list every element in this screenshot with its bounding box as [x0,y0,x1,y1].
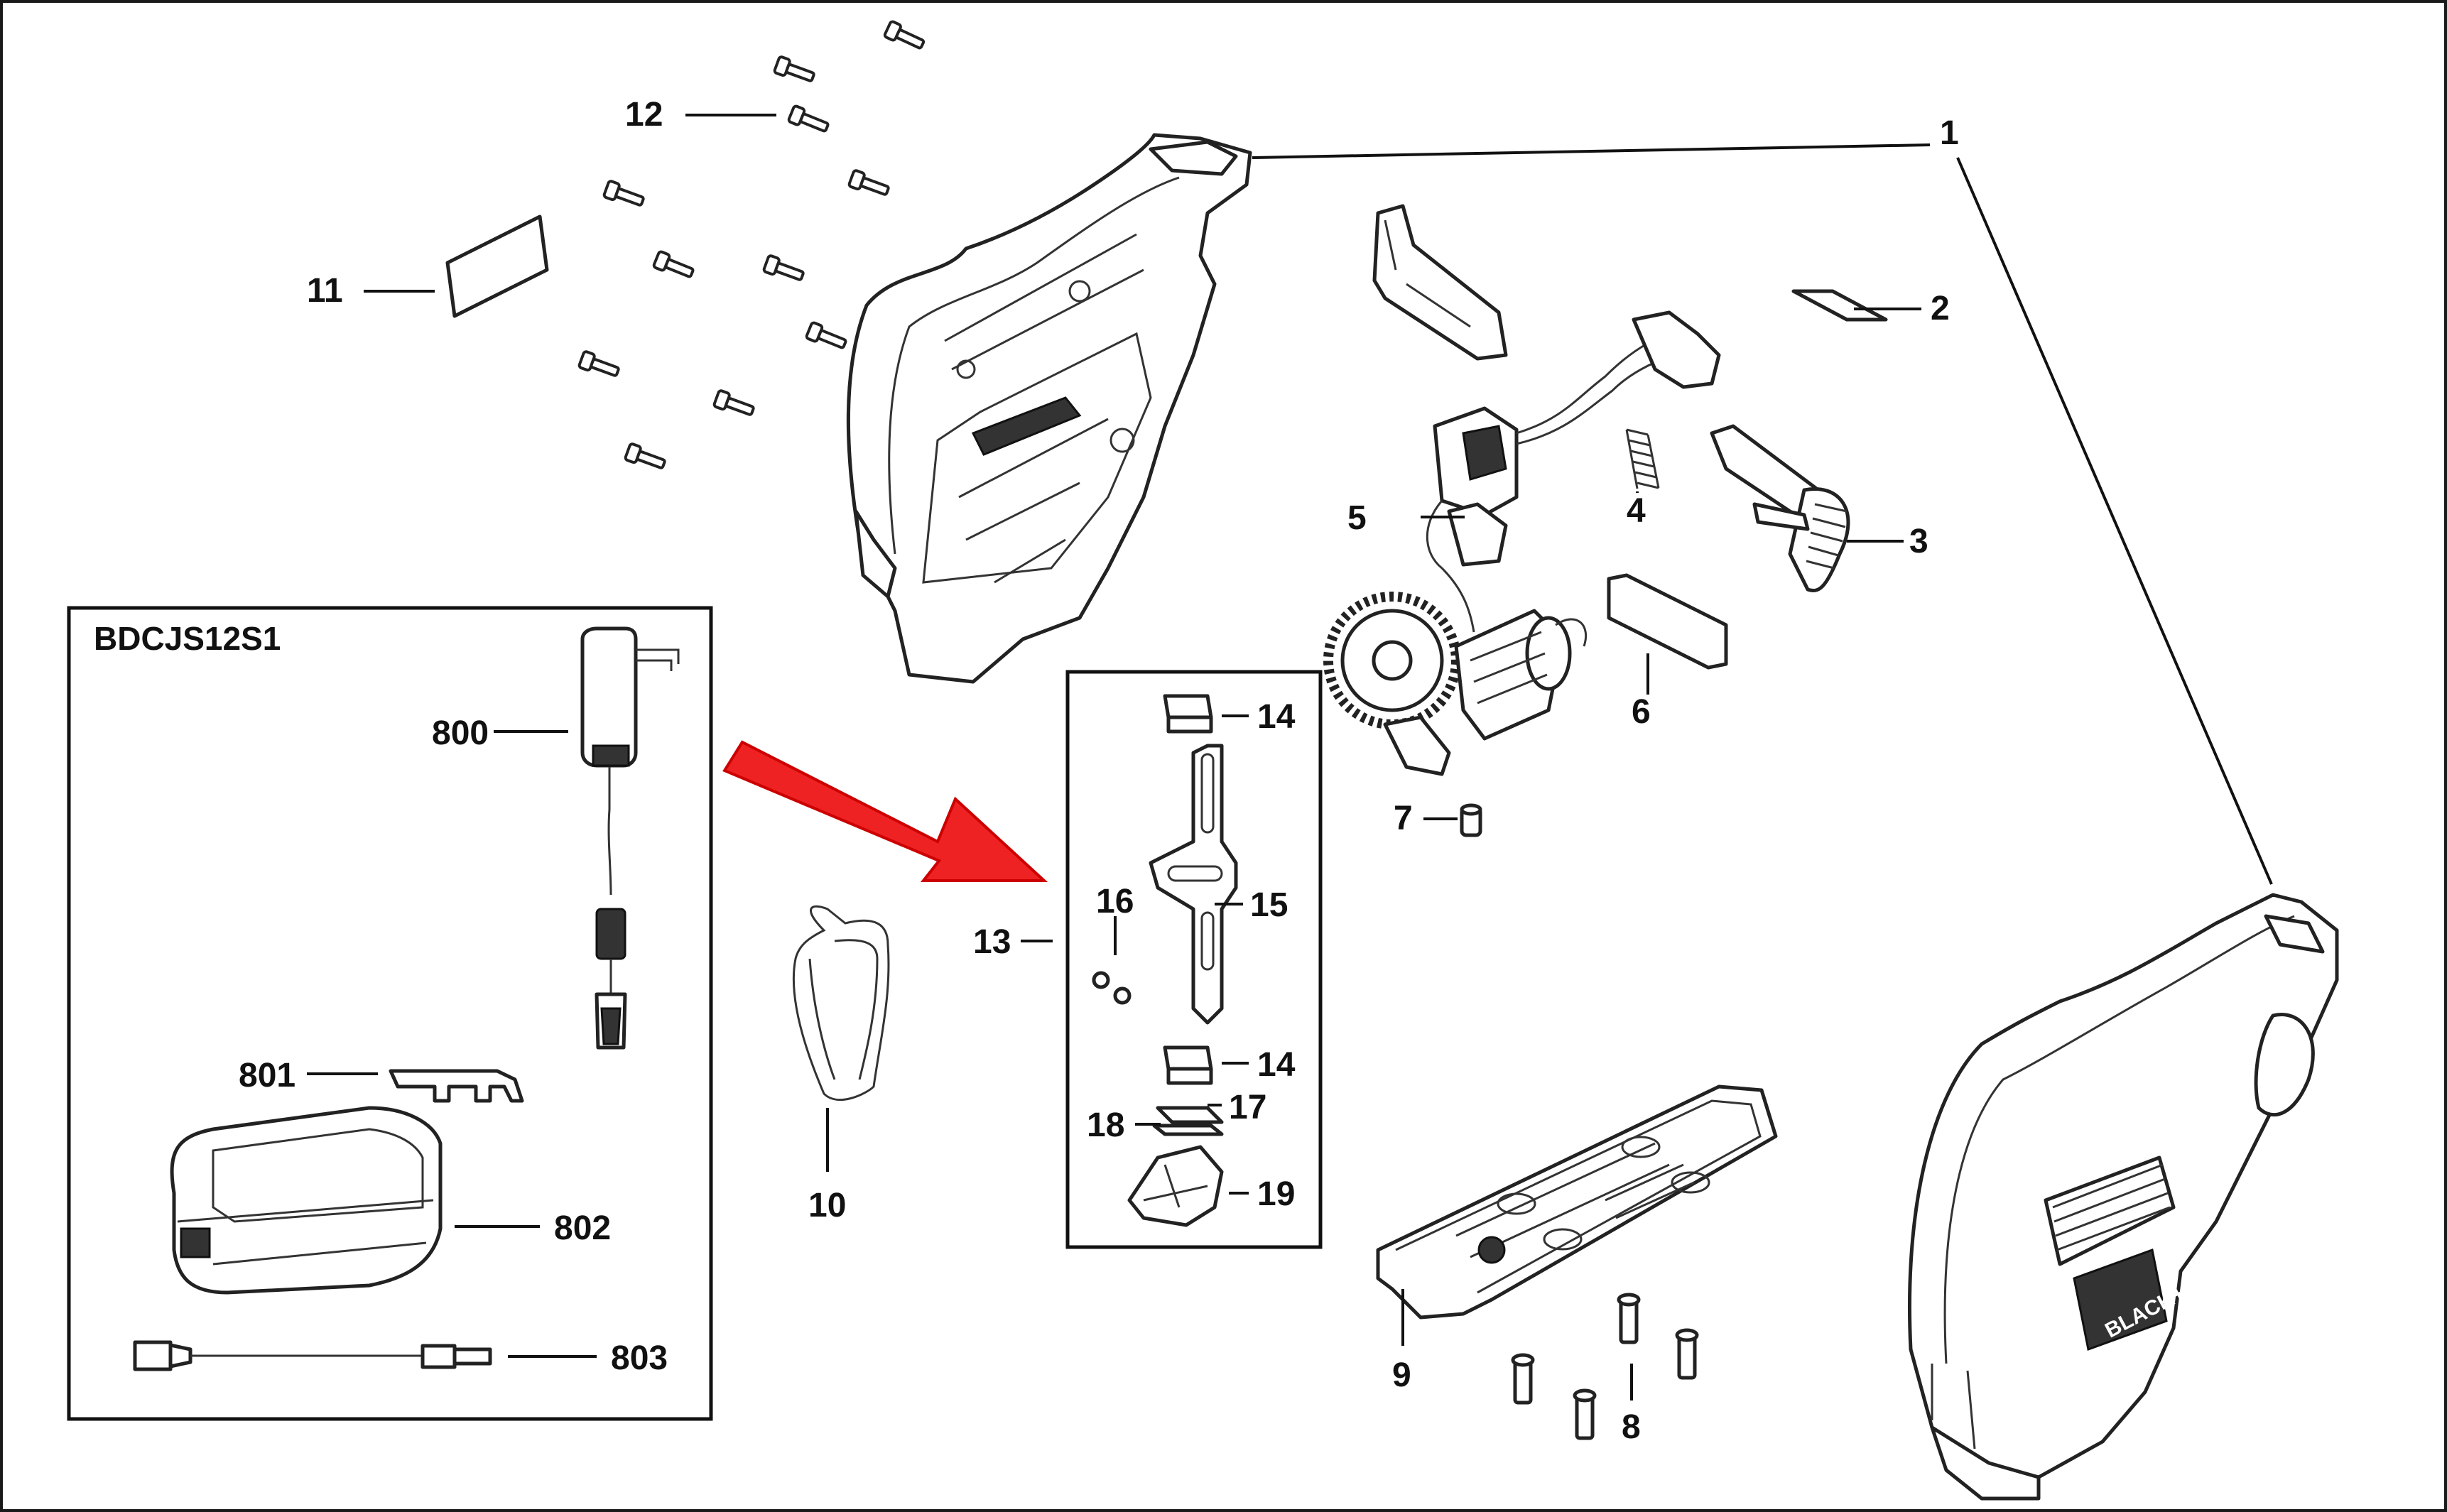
label-3: 3 [1909,523,1928,560]
motor-gear-assembly [1323,592,1588,776]
small-label [1791,289,1888,322]
blade-wrench [389,1069,524,1103]
trigger [1710,424,1850,592]
lock-cover [1372,204,1508,361]
battery-pack [170,1106,443,1295]
blade-clamp [1127,1145,1224,1227]
label-8: 8 [1622,1408,1641,1446]
label-15: 15 [1250,886,1288,924]
housing-half [846,133,1252,684]
usb-cable [133,1340,492,1371]
charger-adapter [580,626,680,1050]
label-4: 4 [1627,492,1646,530]
label-plate [445,214,549,318]
label-800: 800 [432,714,489,752]
kit-box [67,606,713,1421]
label-16: 16 [1096,883,1134,920]
label-18: 18 [1087,1106,1124,1144]
label-9: 9 [1392,1356,1411,1394]
part-labels: 1 2 3 4 5 6 7 8 9 10 11 12 13 14 15 16 1… [239,96,1959,1446]
label-2: 2 [1931,290,1950,327]
pin [1460,803,1482,837]
slide-button [1607,573,1728,670]
label-14-bottom: 14 [1257,1046,1296,1084]
spring [1625,428,1660,489]
leader-lines [307,114,2273,1400]
plunger-bar [1149,744,1238,1025]
set-screws [1092,971,1132,1005]
label-13: 13 [973,923,1011,961]
label-12: 12 [625,96,663,134]
label-1: 1 [1940,114,1959,152]
label-17: 17 [1229,1089,1266,1126]
label-5: 5 [1347,499,1367,537]
label-11: 11 [307,272,343,310]
label-10: 10 [808,1187,846,1224]
label-802: 802 [554,1209,611,1247]
label-7: 7 [1394,800,1413,837]
label-14-top: 14 [1257,698,1296,736]
label-803: 803 [611,1339,668,1377]
guide-block-bottom [1163,1045,1213,1085]
washer-plate [1156,1106,1224,1124]
label-801: 801 [239,1057,295,1094]
red-arrow [722,740,1048,882]
base-screws [1511,1293,1699,1440]
guide-block-top [1163,694,1213,734]
base-plate [1376,1084,1778,1320]
assembled-jigsaw: BLACK+DECKER [1907,893,2339,1501]
wire-clip [792,905,890,1102]
kit-box-title: BDCJS12S1 [94,620,281,657]
label-6: 6 [1632,693,1651,731]
label-19: 19 [1257,1175,1295,1213]
thin-plate [1152,1124,1224,1136]
switch-assembly [1426,310,1721,633]
detail-box [1065,670,1323,1249]
